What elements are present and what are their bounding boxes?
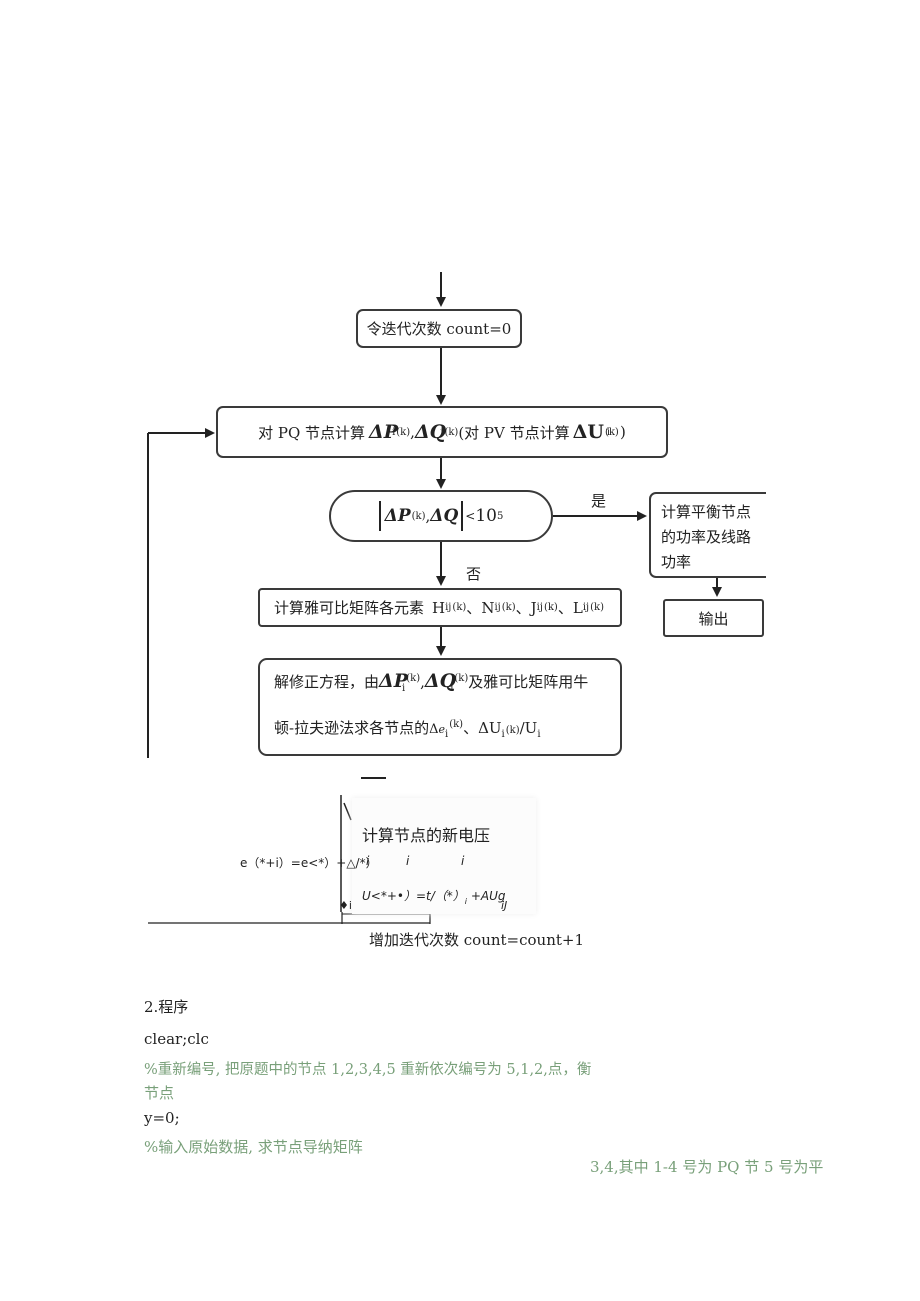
output-box: 输出 xyxy=(663,599,764,637)
new-voltage-i-2: i xyxy=(406,854,410,868)
jac-l-sup: (k) xyxy=(590,602,605,613)
delta-q-sub: i xyxy=(440,426,444,438)
check-sep: , xyxy=(425,507,431,525)
solve-du-sup: (k) xyxy=(505,725,520,736)
page-right-crop xyxy=(766,480,806,590)
init-count-box: 令迭代次数 count=0 xyxy=(356,309,522,348)
jac-j-sub: ij xyxy=(536,602,543,613)
solve-line1-b: 及雅可比矩阵用牛 xyxy=(468,673,589,691)
delta-p-sub: i xyxy=(392,426,396,438)
jac-sep-1: 、 xyxy=(466,599,482,617)
output-label: 输出 xyxy=(698,609,729,628)
jac-l-sub: ij xyxy=(582,602,590,613)
new-voltage-i-1: i xyxy=(366,854,370,868)
new-voltage-eq-u: U<*+•）=t/（*）i +AUg xyxy=(362,887,506,906)
eq-u-sub: i xyxy=(464,897,468,906)
check-val: 10 xyxy=(475,506,497,526)
increment-label: 增加迭代次数 count=count+1 xyxy=(369,931,585,949)
delta-p-sup: (k) xyxy=(396,426,411,438)
balance-line-1: 计算平衡节点 xyxy=(661,503,752,521)
compute-mismatch-box: 对 PQ 节点计算 ΔP i (k) , ΔQ i (k) (对 PV 节点计算… xyxy=(216,406,668,458)
abs-bar-left xyxy=(378,501,381,531)
pv-text: (对 PV 节点计算 xyxy=(458,423,570,442)
jac-h-sub: ij xyxy=(445,602,452,613)
delta-p-symbol: ΔP xyxy=(369,421,399,443)
balance-line-2: 的功率及线路 xyxy=(661,528,752,546)
new-voltage-title: 计算节点的新电压 xyxy=(362,826,491,845)
new-voltage-eq-e: e（*+i）=e<*）+△/*） xyxy=(240,856,378,870)
new-voltage-shade xyxy=(352,798,536,914)
new-voltage-mark-right: iJ xyxy=(501,899,508,912)
jac-n: N xyxy=(481,598,495,617)
solve-sep: , xyxy=(420,673,425,691)
check-sup: (k) xyxy=(411,510,426,522)
delta-u-sub: i xyxy=(606,426,611,438)
delta-q-sup: (k) xyxy=(444,426,459,438)
solve-dp-sub: i xyxy=(402,683,406,694)
init-count-label: 令迭代次数 count=0 xyxy=(366,320,512,338)
check-lt: < xyxy=(465,509,476,523)
solve-dq-sup: (k) xyxy=(454,673,469,684)
solve-dt-sub: i xyxy=(444,729,449,740)
abs-bar-right xyxy=(461,501,464,531)
code-comment-renumber-cont: 节点 xyxy=(144,1084,175,1102)
mismatch-prefix: 对 PQ 节点计算 xyxy=(258,423,366,442)
new-voltage-i-3: i xyxy=(461,854,465,868)
convergence-check-box: ΔP (k) , ΔQ < 10 5 xyxy=(329,490,553,542)
eq-u-a: U<*+•）=t/（*） xyxy=(362,889,465,903)
solve-delta-p: ΔP xyxy=(379,670,409,692)
solve-line2-c: /U xyxy=(519,719,538,737)
delta-q-symbol: ΔQ xyxy=(414,421,447,443)
jac-sep-2: 、 xyxy=(515,599,531,617)
jac-j: J xyxy=(530,598,537,617)
code-comment-admittance: %输入原始数据, 求节点导纳矩阵 xyxy=(144,1138,363,1156)
solve-u-sub: i xyxy=(537,729,541,740)
check-exp: 5 xyxy=(496,510,504,522)
solve-delta-theta: Δe xyxy=(429,722,445,737)
delta-u-sup: (k) xyxy=(604,426,619,438)
code-comment-renumber: %重新编号, 把原题中的节点 1,2,3,4,5 重新依次编号为 5,1,2,点… xyxy=(144,1062,592,1078)
solve-delta-q: ΔQ xyxy=(424,670,457,692)
jac-h: H xyxy=(432,598,446,617)
stray-comment-fragment: 3,4,其中 1-4 号为 PQ 节 5 号为平 xyxy=(590,1158,824,1176)
solve-dt-sup: (k) xyxy=(449,719,464,730)
solve-line2-b: 、ΔU xyxy=(463,719,502,737)
solve-du-sub: i xyxy=(501,729,505,740)
mismatch-sep: , xyxy=(410,423,415,441)
jac-l: L xyxy=(572,598,583,617)
jac-j-sup: (k) xyxy=(543,602,558,613)
mismatch-close: ) xyxy=(620,423,626,441)
check-delta-q: ΔQ xyxy=(430,506,459,526)
solve-box: 解修正方程，由ΔPi(k),ΔQi(k)及雅可比矩阵用牛 顿-拉夫逊法求各节点的… xyxy=(258,658,622,756)
jac-sep-3: 、 xyxy=(557,599,573,617)
jac-h-sup: (k) xyxy=(452,602,467,613)
solve-line1-a: 解修正方程，由 xyxy=(274,673,380,691)
no-label: 否 xyxy=(466,565,482,583)
new-voltage-slash xyxy=(343,802,352,821)
code-line-clear: clear;clc xyxy=(144,1030,209,1048)
section-title: 2.程序 xyxy=(144,998,189,1016)
delta-u-symbol: ΔU xyxy=(572,421,604,443)
solve-line-1: 解修正方程，由ΔPi(k),ΔQi(k)及雅可比矩阵用牛 xyxy=(274,661,588,707)
eq-u-b: +AUg xyxy=(470,889,506,903)
jacobian-prefix: 计算雅可比矩阵各元素 xyxy=(274,599,425,617)
solve-dp-sup: (k) xyxy=(406,673,421,684)
solve-line2-a: 顿-拉夫逊法求各节点的 xyxy=(274,719,430,737)
balance-node-box: 计算平衡节点 的功率及线路 功率 xyxy=(649,492,779,578)
code-line-y: y=0; xyxy=(144,1109,180,1127)
jac-n-sub: ij xyxy=(494,602,501,613)
solve-dq-sub: i xyxy=(450,683,454,694)
yes-label: 是 xyxy=(591,492,607,510)
balance-line-3: 功率 xyxy=(661,553,692,571)
solve-line-2: 顿-拉夫逊法求各节点的Δei(k)、ΔUi(k)/Ui xyxy=(274,707,541,753)
jac-n-sup: (k) xyxy=(501,602,516,613)
new-voltage-mark-left: ♦i xyxy=(339,899,352,912)
check-delta-p: ΔP xyxy=(384,506,411,526)
